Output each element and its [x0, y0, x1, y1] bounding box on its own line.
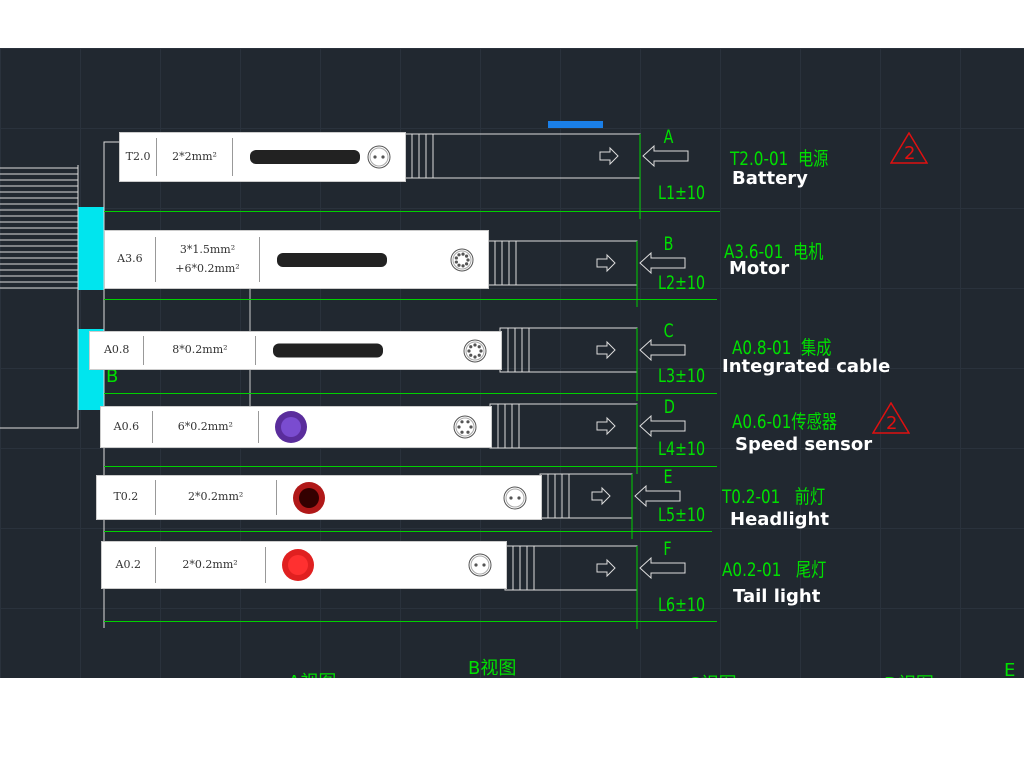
plug-image [277, 252, 388, 267]
model-cell: T0.2 [97, 480, 156, 515]
dimension-leader [637, 621, 717, 622]
length-dimension: L5±10 [658, 504, 706, 526]
model-cell: A0.2 [102, 546, 156, 584]
wire-spec-2: +6*0.2mm² [175, 261, 240, 275]
view-title: A视图 [288, 668, 336, 678]
dimension-leader [637, 466, 717, 467]
model-cell: T2.0 [120, 137, 158, 177]
model-cell: A3.6 [105, 236, 156, 283]
dimension-line [104, 393, 637, 394]
revision-number: 2 [886, 413, 897, 434]
part-name: Motor [729, 258, 790, 279]
revision-number: 2 [904, 143, 915, 164]
connector-photo [259, 410, 491, 444]
part-code: A0.2-01 尾灯 [722, 559, 827, 581]
pinout-icon [453, 415, 477, 439]
plug-image [281, 549, 314, 581]
section-label: B [106, 366, 119, 387]
cad-drawing-canvas[interactable]: B T2.0 2*2mm² A L1±10 T2.0-01 电源 Battery… [0, 48, 1024, 678]
wire-spec: 8*0.2mm² [172, 343, 228, 357]
connector-photo [277, 481, 541, 515]
view-letter: C [663, 320, 674, 342]
pinout-icon [468, 553, 492, 577]
length-dimension: L4±10 [658, 438, 706, 460]
dimension-line [104, 299, 637, 300]
model-text: A0.6 [113, 419, 140, 433]
connector-photo [266, 548, 506, 582]
dimension-line [104, 531, 632, 532]
connector-spec-row: A0.2 2*0.2mm² [101, 541, 507, 589]
length-dimension: L6±10 [658, 594, 706, 616]
plug-image [292, 481, 325, 514]
pinout-icon [450, 248, 474, 271]
view-title: D视图 [884, 670, 934, 678]
model-text: A0.2 [115, 557, 141, 571]
model-text: T2.0 [125, 149, 151, 163]
wire-cell: 2*0.2mm² [156, 480, 277, 515]
model-text: A0.8 [103, 343, 130, 357]
wire-cell: 3*1.5mm² +6*0.2mm² [156, 236, 261, 283]
connector-spec-row: A3.6 3*1.5mm² +6*0.2mm² [104, 230, 489, 289]
part-name: Headlight [730, 509, 829, 530]
view-letter: F [663, 538, 672, 560]
wire-cell: 2*2mm² [157, 137, 233, 177]
connector-photo [233, 140, 405, 174]
view-letter: D [663, 396, 675, 418]
connector-spec-row: T0.2 2*0.2mm² [96, 475, 542, 520]
dimension-leader [637, 393, 717, 394]
wire-cell: 6*0.2mm² [153, 411, 259, 443]
pinout-icon [503, 486, 527, 509]
wire-spec: 6*0.2mm² [177, 419, 233, 433]
wire-spec: 3*1.5mm² [179, 242, 236, 256]
dimension-leader [632, 531, 712, 532]
view-title: C视图 [688, 670, 737, 678]
plug-image [273, 343, 384, 358]
wire-spec: 2*0.2mm² [182, 557, 238, 571]
part-name: Tail light [733, 586, 821, 607]
dimension-leader [637, 299, 717, 300]
view-title: B视图 [468, 658, 517, 678]
part-name: Speed sensor [735, 434, 873, 455]
view-title: E视 [1004, 660, 1016, 678]
wire-spec: 2*0.2mm² [188, 490, 244, 504]
length-dimension: L1±10 [658, 182, 706, 204]
part-code: A0.8-01 集成 [732, 337, 832, 359]
wire-cell: 8*0.2mm² [144, 335, 257, 366]
part-code: T2.0-01 电源 [730, 148, 829, 170]
wire-spec: 2*2mm² [172, 149, 217, 163]
connector-spec-row: A0.6 6*0.2mm² [100, 406, 492, 448]
plug-image [274, 411, 307, 443]
dimension-line [104, 466, 637, 467]
view-letter: E [663, 466, 673, 488]
view-letter: A [663, 126, 674, 148]
connector-spec-row: A0.8 8*0.2mm² [89, 331, 502, 370]
connector-photo [256, 335, 501, 366]
pinout-icon [367, 145, 391, 169]
revision-triangle-icon: 2 [890, 132, 928, 164]
model-text: T0.2 [113, 490, 139, 504]
model-text: A3.6 [117, 252, 143, 266]
model-cell: A0.6 [101, 411, 153, 443]
dimension-leader [640, 211, 720, 212]
part-code: A3.6-01 电机 [724, 241, 824, 263]
dimension-line [104, 211, 640, 212]
pinout-icon [463, 339, 487, 362]
part-code: A0.6-01传感器 [732, 411, 837, 433]
revision-triangle-icon: 2 [872, 402, 910, 434]
model-cell: A0.8 [90, 335, 145, 366]
connector-spec-row: T2.0 2*2mm² [119, 132, 406, 182]
wire-cell: 2*0.2mm² [156, 546, 266, 584]
part-name: Battery [732, 168, 808, 189]
dimension-line [104, 621, 637, 622]
plug-image [250, 150, 360, 164]
length-dimension: L3±10 [658, 365, 706, 387]
part-code: T0.2-01 前灯 [722, 486, 826, 508]
part-name: Integrated cable [722, 356, 891, 377]
length-dimension: L2±10 [658, 272, 706, 294]
connector-photo [260, 243, 488, 277]
view-letter: B [663, 233, 674, 255]
